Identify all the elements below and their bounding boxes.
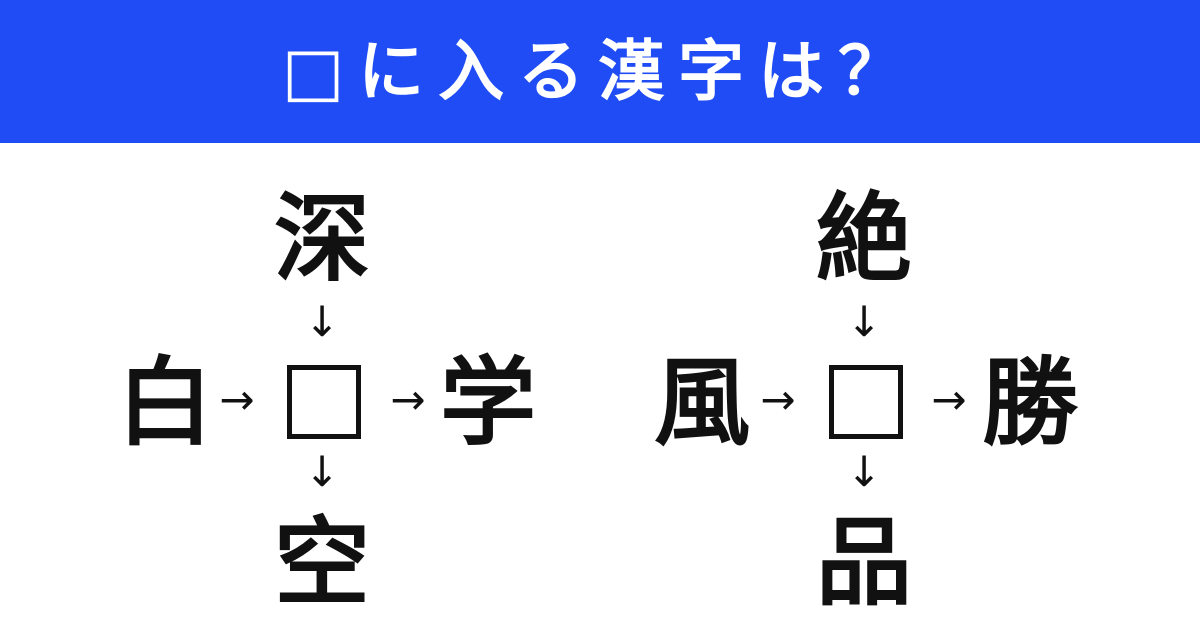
arrow-down-bottom: ↓ bbox=[846, 447, 882, 496]
arrow-down-top: ↓ bbox=[304, 297, 340, 346]
arrow-right-left: → bbox=[760, 375, 796, 424]
arrow-down-bottom: ↓ bbox=[304, 447, 340, 496]
kanji-top: 絶 bbox=[816, 183, 912, 295]
blank-box bbox=[287, 365, 361, 439]
page-title: □に入る漢字は？ bbox=[281, 32, 919, 110]
arrow-right-right: → bbox=[931, 375, 967, 424]
arrow-right-right: → bbox=[390, 375, 426, 424]
kanji-top: 深 bbox=[274, 183, 370, 295]
kanji-bottom: 品 bbox=[816, 507, 912, 619]
kanji-left: 白 bbox=[117, 347, 213, 459]
title-banner: □に入る漢字は？ bbox=[0, 0, 1200, 143]
kanji-right: 勝 bbox=[982, 347, 1078, 459]
puzzle-2: 絶 ↓ 風 → → 勝 ↓ 品 bbox=[600, 143, 1200, 628]
puzzle-1: 深 ↓ 白 → → 学 ↓ 空 bbox=[0, 143, 600, 628]
arrow-down-top: ↓ bbox=[846, 297, 882, 346]
blank-box bbox=[829, 365, 903, 439]
kanji-left: 風 bbox=[654, 347, 750, 459]
kanji-bottom: 空 bbox=[274, 507, 370, 619]
kanji-right: 学 bbox=[440, 347, 536, 459]
arrow-right-left: → bbox=[219, 375, 255, 424]
